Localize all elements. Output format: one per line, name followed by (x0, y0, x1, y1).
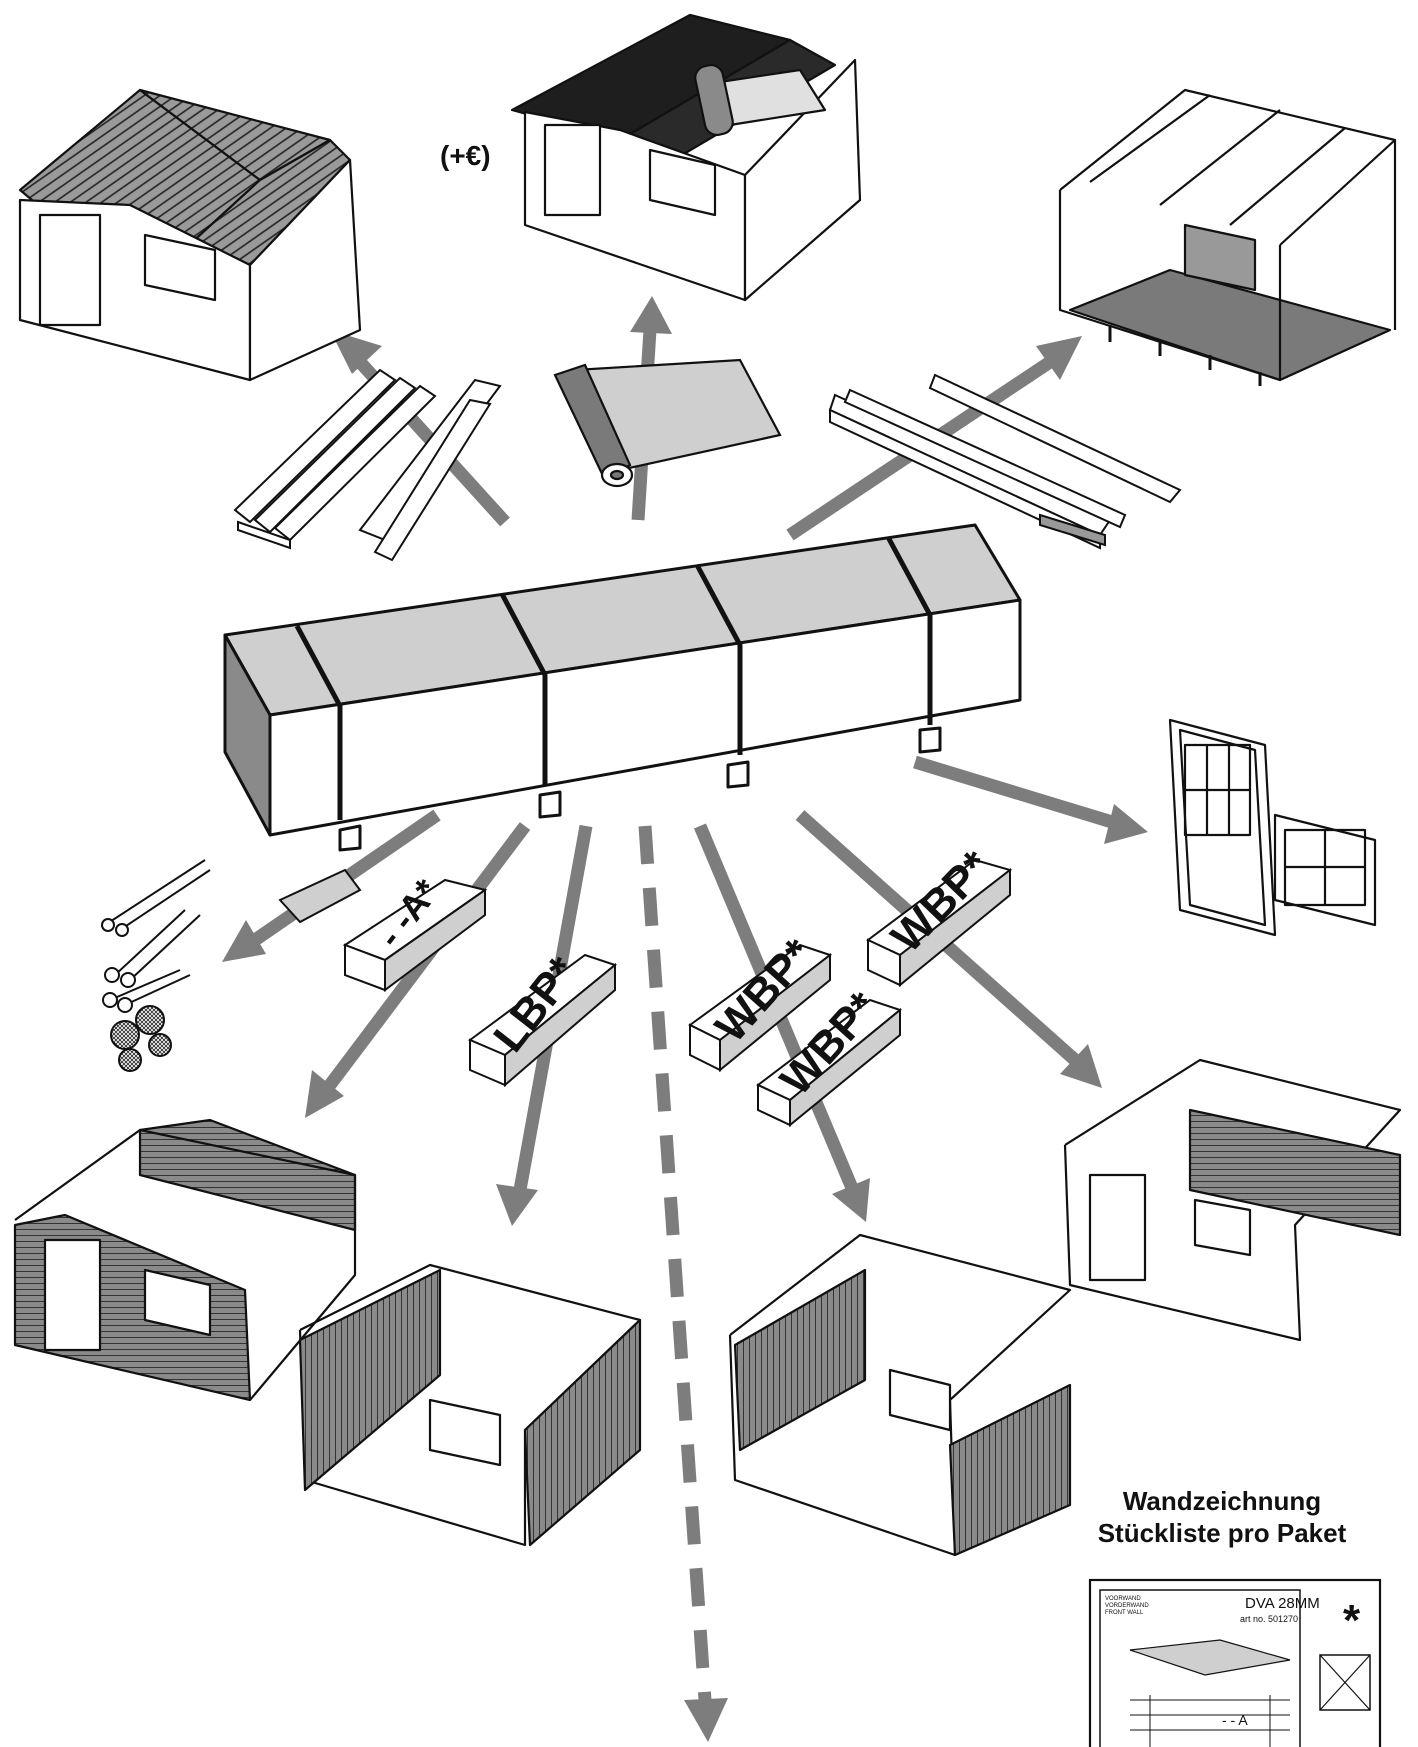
package-straps (294, 535, 933, 820)
house-side-walls (298, 1263, 642, 1547)
package-wbp-2: WBP* (756, 982, 903, 1128)
sheet-title: DVA 28MM (1245, 1595, 1320, 1612)
dashed-arrow-down (638, 825, 728, 1742)
sheet-header-line-1: VOORWAND (1105, 1596, 1141, 1602)
house-roof-planks (18, 88, 362, 382)
sheet-header-line-3: FRONT WALL (1105, 1610, 1144, 1616)
extra-cost-label: (+€) (440, 140, 491, 171)
house-front-wall (13, 1118, 357, 1402)
package-end (223, 633, 272, 837)
sheet-section-marker: - - A (1222, 1712, 1248, 1728)
arrow-to-door-window (913, 755, 1148, 844)
fasteners (101, 859, 362, 1072)
package-feet (338, 726, 942, 852)
house-roofing-felt (510, 13, 862, 302)
door-and-window (1168, 718, 1377, 937)
caption-line-1: Wandzeichnung (1122, 1486, 1322, 1516)
caption: Wandzeichnung Stückliste pro Paket (1072, 1485, 1372, 1549)
house-floor-frame (1058, 88, 1397, 386)
house-back-walls (728, 1233, 1072, 1557)
floor-boards-bundle (828, 373, 1182, 550)
sheet-asterisk: * (1343, 1596, 1361, 1645)
roof-planks-bundle (233, 368, 502, 562)
small-box (278, 868, 362, 924)
package-lbp: LBP* (468, 947, 618, 1088)
drawing-sheet (1088, 1578, 1382, 1747)
package-wbp-3: WBP* (866, 841, 1013, 988)
sheet-header-line-2: VORDERWAND (1105, 1603, 1149, 1609)
house-back-panel (1063, 1058, 1402, 1342)
sheet-art-no: art no. 501270 (1240, 1614, 1298, 1624)
roofing-felt-roll (553, 358, 782, 488)
caption-line-2: Stückliste pro Paket (1097, 1518, 1347, 1548)
main-package (223, 523, 1022, 852)
